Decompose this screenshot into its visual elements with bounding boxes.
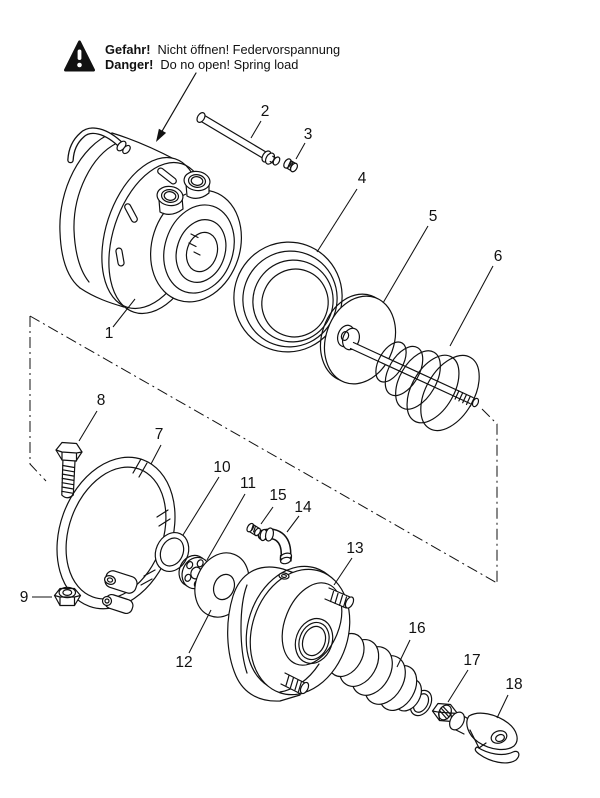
warning-line-de: Gefahr! Nicht öffnen! Federvorspannung [105, 41, 341, 58]
warning-texts: Gefahr! Nicht öffnen! Federvorspannung Da… [105, 41, 341, 73]
part-label-13: 13 [346, 540, 363, 557]
part-labels: 1 2 3 4 5 6 7 8 9 10 11 12 13 14 15 16 1… [20, 103, 523, 693]
warning-line-en: Danger! Do no open! Spring load [105, 56, 340, 73]
part-label-10: 10 [213, 459, 231, 476]
part-label-9: 9 [20, 589, 29, 606]
part-9-nut [53, 586, 82, 607]
warning-word-de: Gefahr! [105, 41, 151, 57]
part-label-2: 2 [261, 103, 270, 120]
warning-arrow [156, 72, 197, 142]
warning-banner: Gefahr! Nicht öffnen! Federvorspannung Da… [64, 40, 340, 75]
part-8-bolt [55, 441, 83, 499]
warning-text-de: Nicht öffnen! Federvorspannung [157, 41, 341, 57]
part-1-chamber-housing [59, 127, 243, 315]
part-13-housing [227, 565, 355, 702]
center-axis-lines [29, 315, 498, 584]
part-label-17: 17 [463, 652, 480, 669]
warning-word-en: Danger! [105, 56, 154, 72]
part-label-14: 14 [294, 499, 312, 516]
part-label-5: 5 [429, 208, 438, 225]
part-label-18: 18 [505, 676, 522, 693]
part-3-bush [283, 158, 299, 173]
warning-triangle-icon [64, 40, 95, 72]
part-label-15: 15 [269, 487, 286, 504]
part-15-plug [246, 522, 262, 537]
part-7-clamp-band [56, 456, 176, 615]
leader-lines [32, 120, 509, 719]
part-label-6: 6 [494, 248, 503, 265]
part-2-rod [196, 112, 281, 166]
part-16-bellows [327, 632, 433, 717]
part-label-16: 16 [408, 620, 425, 637]
part-label-7: 7 [155, 426, 164, 443]
part-label-12: 12 [175, 654, 192, 671]
part-label-8: 8 [97, 392, 106, 409]
warning-text-en: Do no open! Spring load [160, 56, 299, 72]
part-6-spring [375, 341, 480, 432]
part-label-1: 1 [105, 325, 114, 342]
part-label-3: 3 [304, 126, 313, 143]
part-18-clevis [449, 711, 520, 764]
part-label-4: 4 [358, 170, 367, 187]
part-label-11: 11 [240, 475, 256, 492]
part-14-elbow-fitting [257, 527, 293, 565]
